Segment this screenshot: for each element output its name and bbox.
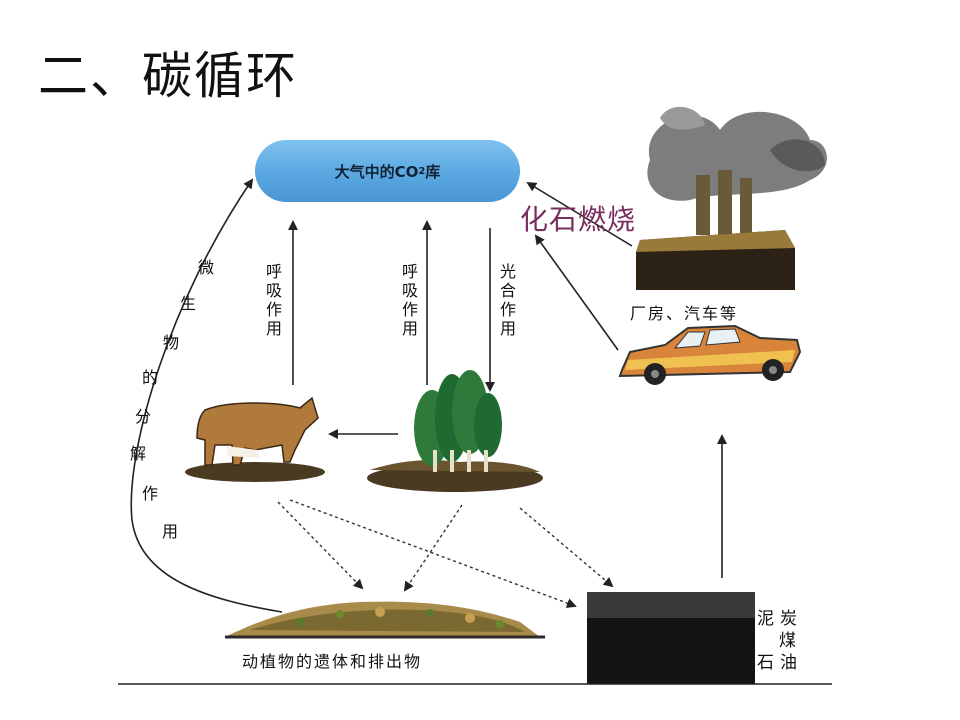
dashed-arrow-animal-to-remains — [277, 501, 364, 590]
cow-illustration — [185, 396, 325, 482]
dashed-arrows — [277, 499, 614, 608]
arrow-decomposition — [130, 178, 283, 613]
photosynthesis-label: 光合作用 — [499, 262, 516, 338]
micro-char-5: 解 — [129, 444, 146, 463]
arrows — [130, 178, 727, 613]
arrow-car-to-co2 — [534, 234, 619, 351]
coal-label-coal: 煤 — [779, 631, 802, 651]
co2-pool-sub: 2 — [418, 165, 426, 177]
remains-label: 动植物的遗体和排出物 — [242, 652, 423, 671]
trees-illustration — [367, 370, 543, 492]
micro-char-3: 的 — [141, 368, 158, 387]
co2-pool-suffix: 库 — [425, 162, 441, 181]
micro-char-4: 分 — [134, 407, 151, 426]
page-title: 二、碳循环 — [38, 47, 298, 105]
micro-char-2: 物 — [162, 333, 179, 352]
micro-char-1: 生 — [179, 294, 196, 313]
coal-oil-block — [587, 592, 755, 684]
micro-char-6: 作 — [141, 484, 158, 503]
animal-respiration-label: 呼吸作用 — [265, 262, 282, 338]
coal-label-peat: 泥炭 — [757, 609, 803, 629]
dashed-arrow-plant-to-remains — [403, 504, 463, 592]
remains-pile-illustration — [225, 601, 545, 639]
factory-label: 厂房、汽车等 — [630, 304, 739, 323]
micro-char-0: 微 — [197, 258, 214, 277]
plant-respiration-label: 呼吸作用 — [401, 262, 418, 338]
fossil-burning-label: 化石燃烧 — [520, 203, 637, 236]
dashed-arrow-animal-to-coal — [289, 499, 577, 608]
arrow-factory-to-co2 — [526, 181, 633, 247]
coal-labels: 泥炭 煤 石油 — [757, 608, 803, 674]
factory-illustration — [636, 106, 827, 290]
co2-pool-prefix: 大气中的CO — [334, 162, 419, 181]
car-illustration — [618, 324, 802, 385]
coal-label-oil: 石油 — [757, 653, 803, 673]
dashed-arrow-plant-to-coal — [519, 507, 614, 588]
micro-char-7: 用 — [161, 522, 178, 541]
